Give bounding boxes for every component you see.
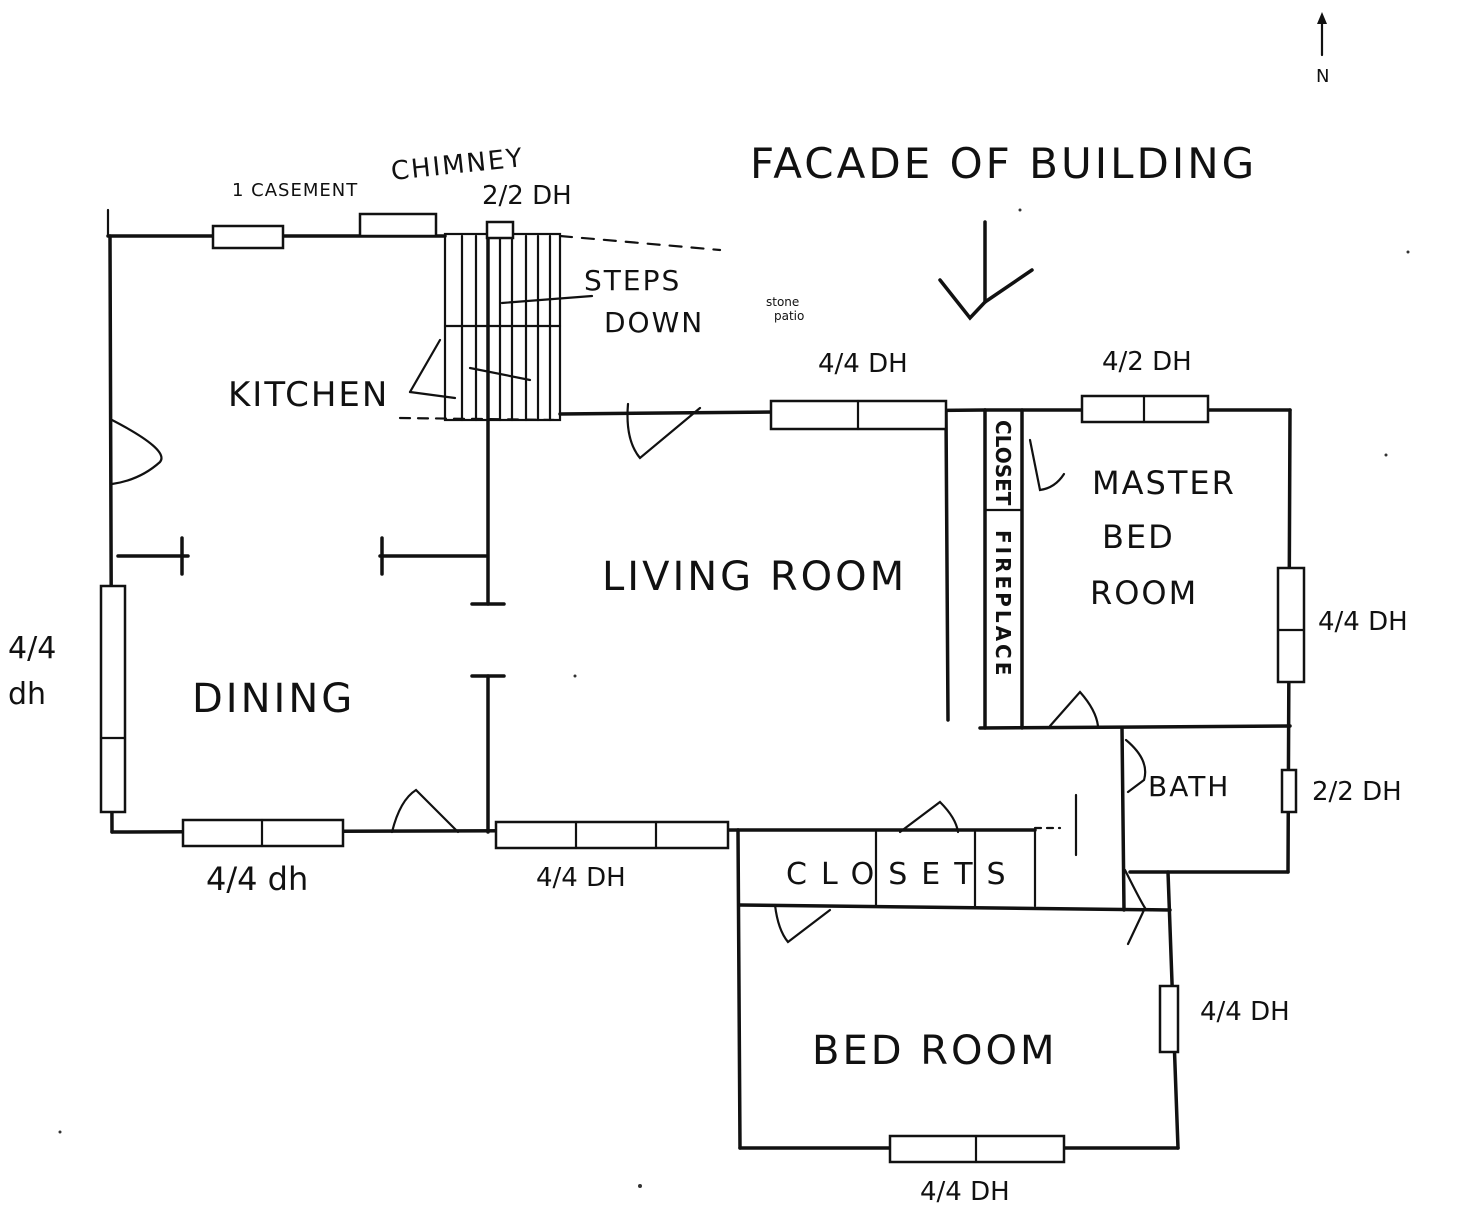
window-label-east-bath: 2/2 DH [1312, 777, 1402, 807]
window-west-dining [99, 584, 127, 814]
room-label-bath: BATH [1148, 770, 1230, 803]
door-swing-bedroom-east [1123, 868, 1147, 946]
window-label-east-master: 4/4 DH [1318, 607, 1408, 637]
windows [99, 212, 1306, 1164]
north-label: N [1316, 66, 1329, 87]
patio-label-line1: stone [766, 295, 799, 309]
fireplace-label: FIREPLACE [991, 530, 1015, 678]
window-label-north-master: 4/2 DH [1102, 347, 1192, 377]
door-swing-master [1048, 690, 1100, 728]
door-swing-closet [1028, 438, 1066, 492]
window-label-west-dining-line1: 4/4 [8, 631, 56, 666]
door-swing-bath [1124, 738, 1147, 794]
window-south-living [494, 820, 730, 850]
north-arrow-icon [1317, 12, 1327, 24]
door-swing-bedroom [773, 903, 832, 944]
window-label-north-kitchen: 2/2 DH [482, 181, 572, 211]
door-swing-dining-south [390, 788, 460, 834]
room-label-dining: DINING [192, 676, 355, 722]
door-swing-living-north [626, 402, 702, 460]
window-label-north-living: 4/4 DH [818, 349, 908, 379]
window-label-south-living: 4/4 DH [536, 863, 626, 893]
steps-label-line2: DOWN [604, 306, 704, 339]
room-label-master-line1: MASTER [1092, 464, 1236, 502]
window-label-west-dining-line2: dh [8, 677, 46, 712]
paper-specks [58, 208, 1410, 1188]
room-label-bedroom: BED ROOM [812, 1028, 1058, 1074]
door-swing-dining-west [110, 418, 163, 486]
window-north-kitchen [358, 212, 438, 238]
steps-label-line1: STEPS [584, 264, 681, 297]
facade-title: FACADE OF BUILDING [750, 139, 1257, 188]
patio-label-line2: patio [774, 309, 804, 323]
room-label-living: LIVING ROOM [602, 554, 907, 600]
window-label-south-bedroom: 4/4 DH [920, 1177, 1010, 1207]
window-north-casement [211, 224, 285, 250]
window-east-master [1276, 566, 1306, 684]
window-label-south-dining: 4/4 dh [206, 860, 308, 898]
window-east-bedroom [1158, 984, 1180, 1054]
room-label-master-line2: BED [1102, 518, 1175, 556]
closets-label: CLOSETS [786, 857, 1020, 892]
doors [110, 402, 1147, 946]
facade-arrow-icon [938, 220, 1034, 321]
window-label-east-bedroom: 4/4 DH [1200, 997, 1290, 1027]
closet-label: CLOSET [991, 420, 1015, 506]
casement-label: 1 CASEMENT [232, 180, 358, 201]
room-label-master-line3: ROOM [1090, 574, 1198, 612]
window-east-bath [1280, 768, 1298, 814]
north-arrow: N [1316, 12, 1329, 87]
door-swing-closets [898, 800, 960, 834]
room-label-kitchen: KITCHEN [228, 375, 389, 415]
window-north-chimney [485, 220, 515, 240]
